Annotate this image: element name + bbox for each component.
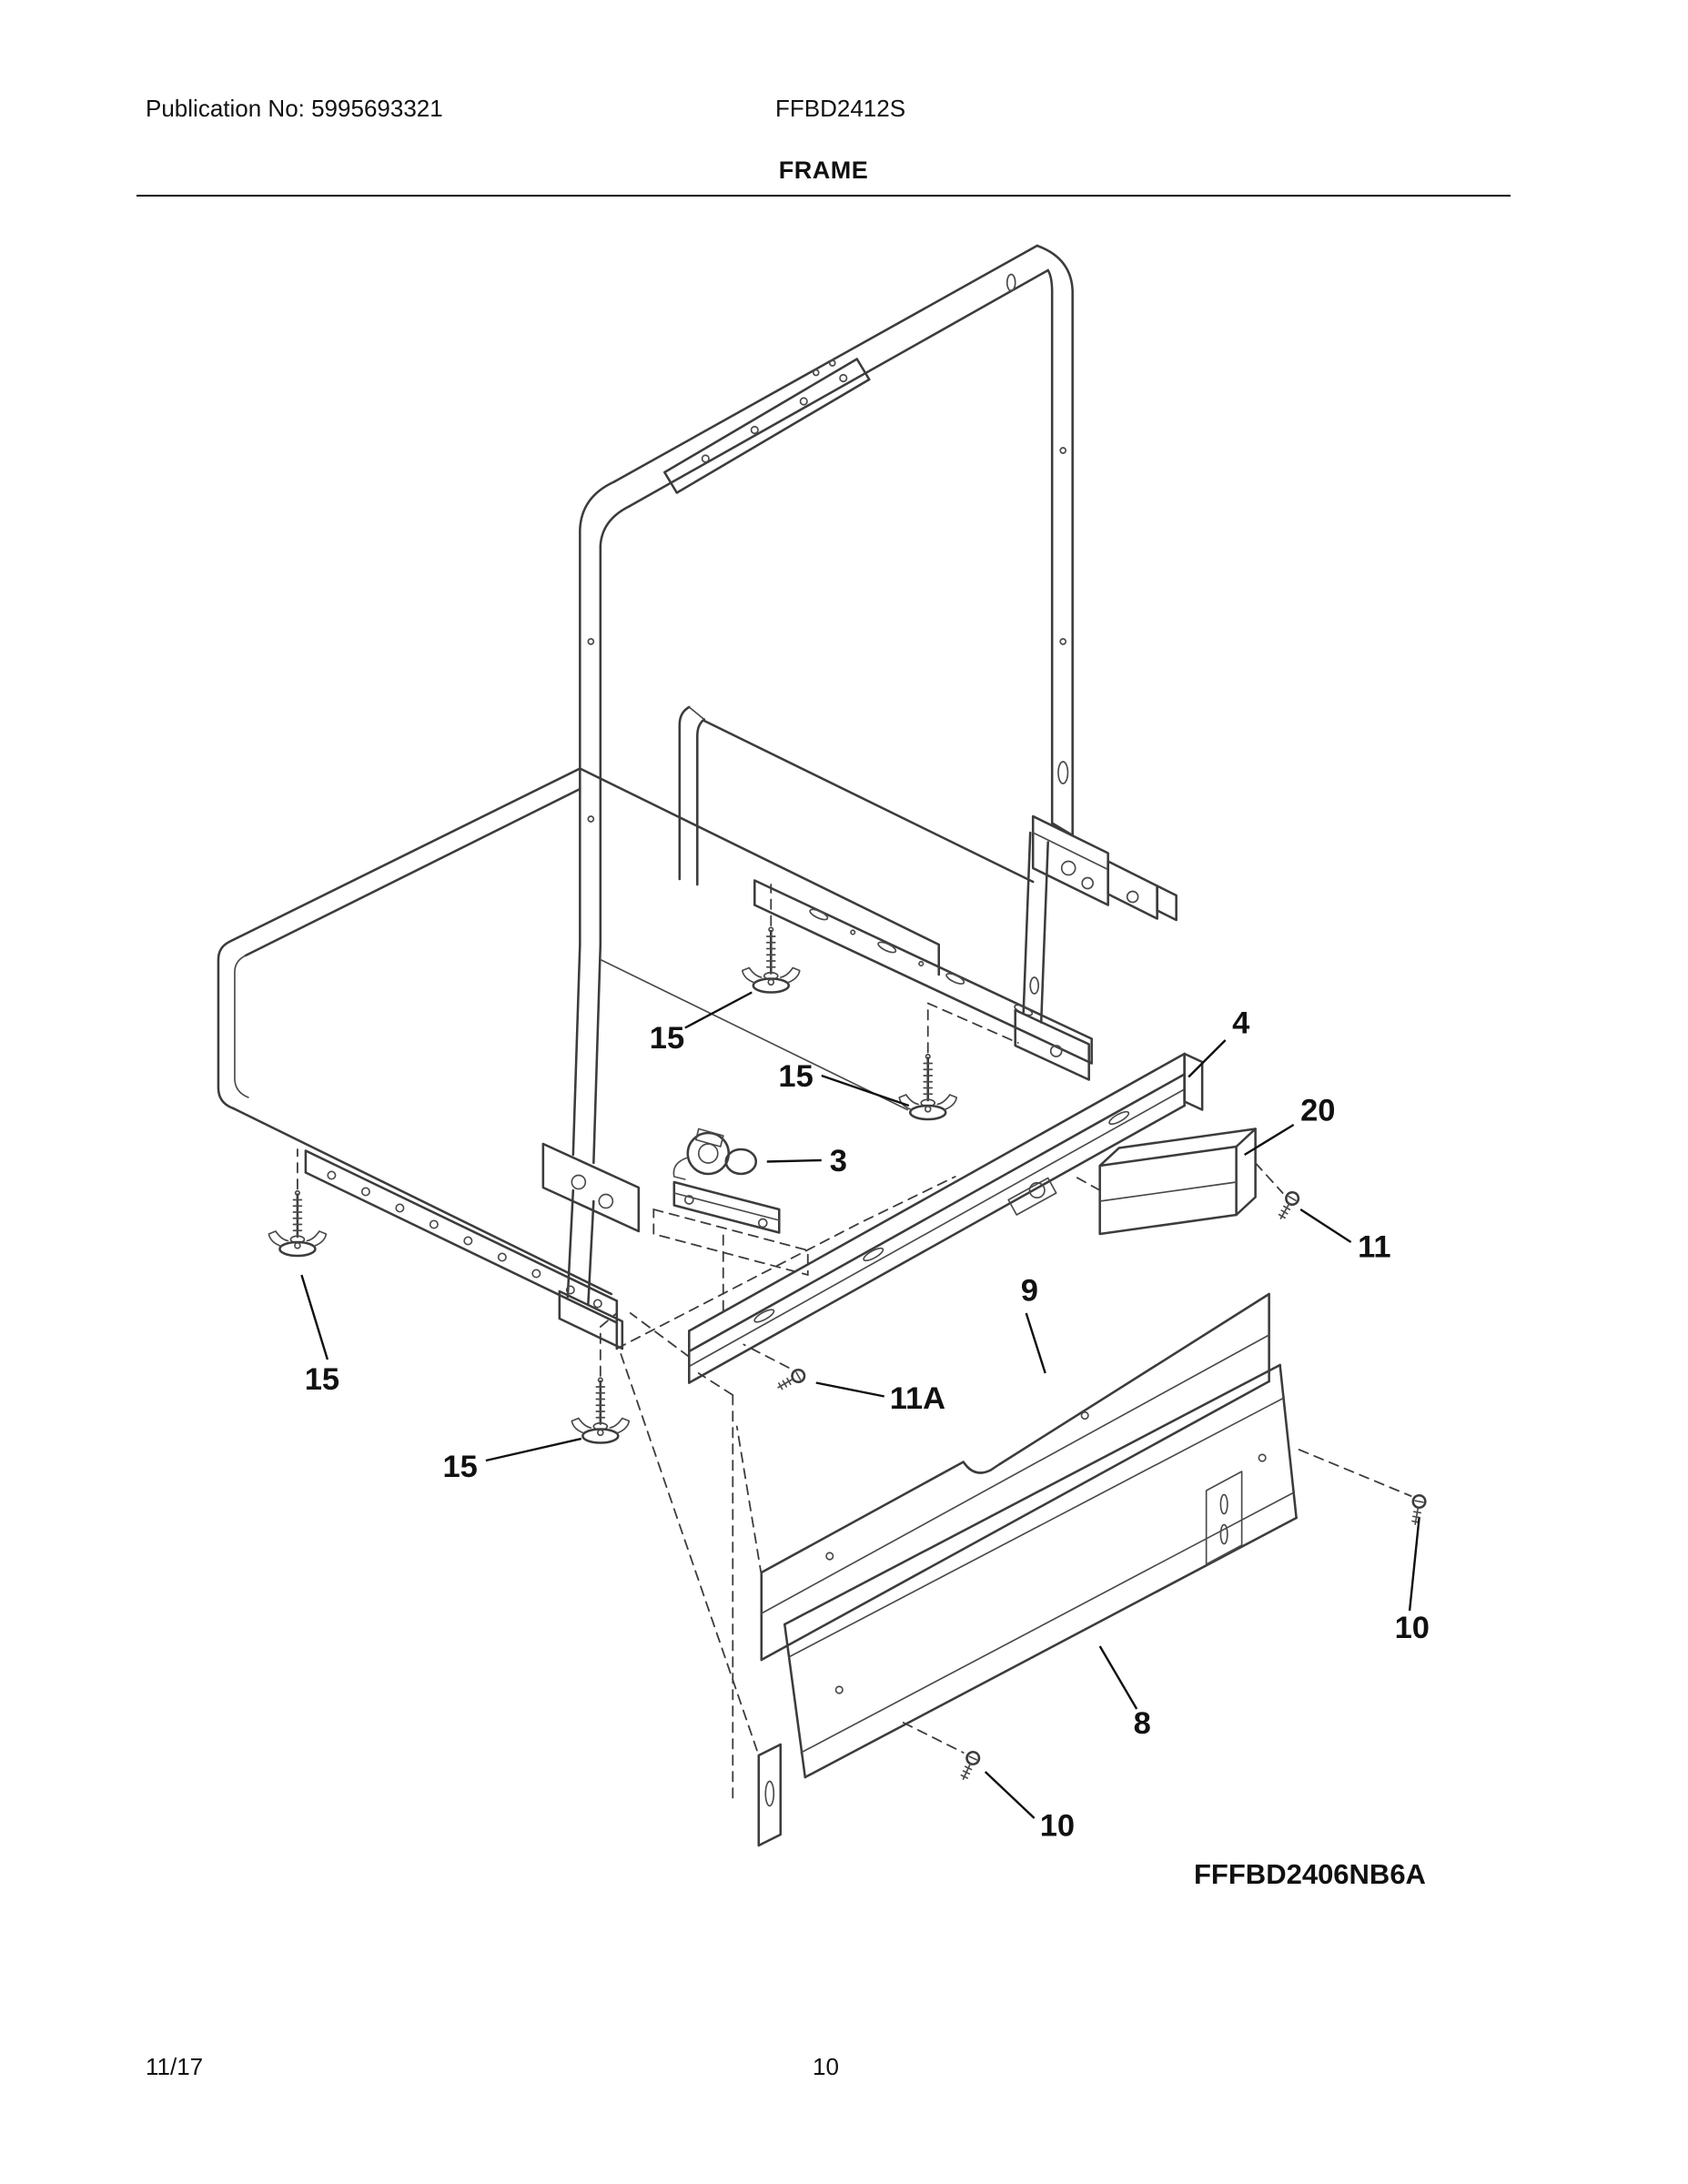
diagram-model-code: FFFBD2406NB6A: [1194, 1858, 1426, 1890]
base-rail: [688, 1052, 1204, 1384]
model-number: FFBD2412S: [775, 95, 906, 122]
callout-10-1: 10: [1395, 1611, 1430, 1645]
callout-leader-lines: [300, 991, 1420, 1819]
callout-3: 3: [830, 1144, 847, 1178]
callout-15-1: 15: [650, 1021, 684, 1056]
callout-15-2: 15: [778, 1059, 813, 1094]
section-title-wrap: FRAME: [136, 157, 1511, 185]
callout-8: 8: [1134, 1706, 1151, 1741]
junction-cover: [1098, 1127, 1257, 1236]
callout-11: 11: [1358, 1229, 1390, 1264]
footer-page-number: 10: [813, 2053, 839, 2080]
frame-tower: [541, 244, 1178, 1350]
assembly-dashed-lines: [297, 884, 1412, 1803]
callout-11a: 11A: [890, 1381, 945, 1416]
pump-assembly: [672, 1127, 781, 1234]
frame-mid-rails: [678, 705, 1093, 1081]
callout-20: 20: [1300, 1093, 1335, 1127]
publication-number: Publication No: 5995693321: [146, 95, 443, 122]
header-rule: [136, 195, 1511, 197]
access-panels: [757, 1292, 1298, 1847]
callout-labels: 15 15 3 4 20 11 9 11A 15 15 10 8 10: [305, 1006, 1430, 1843]
frame-base: [217, 767, 940, 1350]
callout-15-4: 15: [443, 1450, 478, 1484]
callout-15-3: 15: [305, 1362, 339, 1397]
callout-9: 9: [1021, 1273, 1038, 1308]
page-title: FRAME: [778, 157, 869, 184]
footer-date: 11/17: [146, 2053, 204, 2080]
callout-10-2: 10: [1040, 1808, 1075, 1843]
leveling-feet: [268, 925, 958, 1444]
callout-4: 4: [1232, 1006, 1249, 1040]
